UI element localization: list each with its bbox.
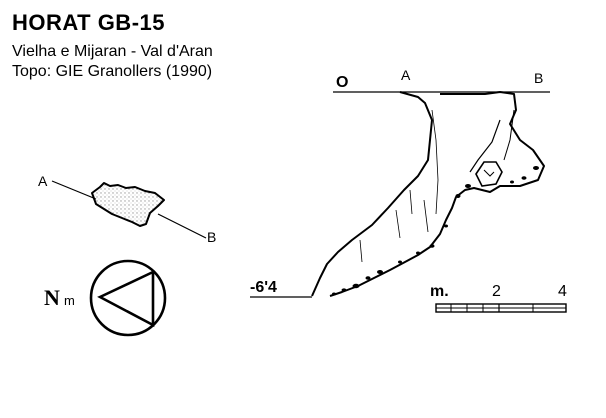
plan-line-a <box>51 180 97 200</box>
north-arrow: N m <box>44 259 167 337</box>
survey-subtitle: Vielha e Mijaran - Val d'Aran Topo: GIE … <box>12 42 213 82</box>
side-passage-inner <box>469 119 501 173</box>
floor-rubble <box>332 166 539 296</box>
plan-label-b: B <box>207 229 216 245</box>
north-label-m: m <box>64 293 75 308</box>
section-left-wall <box>311 91 433 297</box>
north-circle <box>89 259 167 337</box>
plan-view: A B <box>38 173 216 245</box>
scale-unit: m. <box>430 283 449 300</box>
scale-tick-2: 2 <box>492 283 501 300</box>
section-right-wall <box>329 91 545 297</box>
location-line: Vielha e Mijaran - Val d'Aran <box>12 43 213 60</box>
section-texture <box>359 109 439 263</box>
section-view: O A B <box>250 67 550 298</box>
boulder <box>475 161 503 187</box>
depth-label-bottom: -6'4 <box>250 279 277 296</box>
depth-label-top: O <box>336 74 348 91</box>
north-triangle <box>97 269 155 328</box>
plan-line-b <box>157 213 207 239</box>
section-label-b: B <box>534 70 543 86</box>
plan-label-a: A <box>38 173 48 189</box>
survey-title: HORAT GB-15 <box>12 10 165 35</box>
scale-tick-4: 4 <box>558 283 567 300</box>
plan-outline <box>91 182 165 227</box>
section-label-a: A <box>401 67 411 83</box>
survey-credit-line: Topo: GIE Granollers (1990) <box>12 63 213 80</box>
side-passage-inner-2 <box>503 109 515 161</box>
north-label-n: N <box>44 285 60 310</box>
scale-bar: m. 2 4 <box>430 283 567 313</box>
